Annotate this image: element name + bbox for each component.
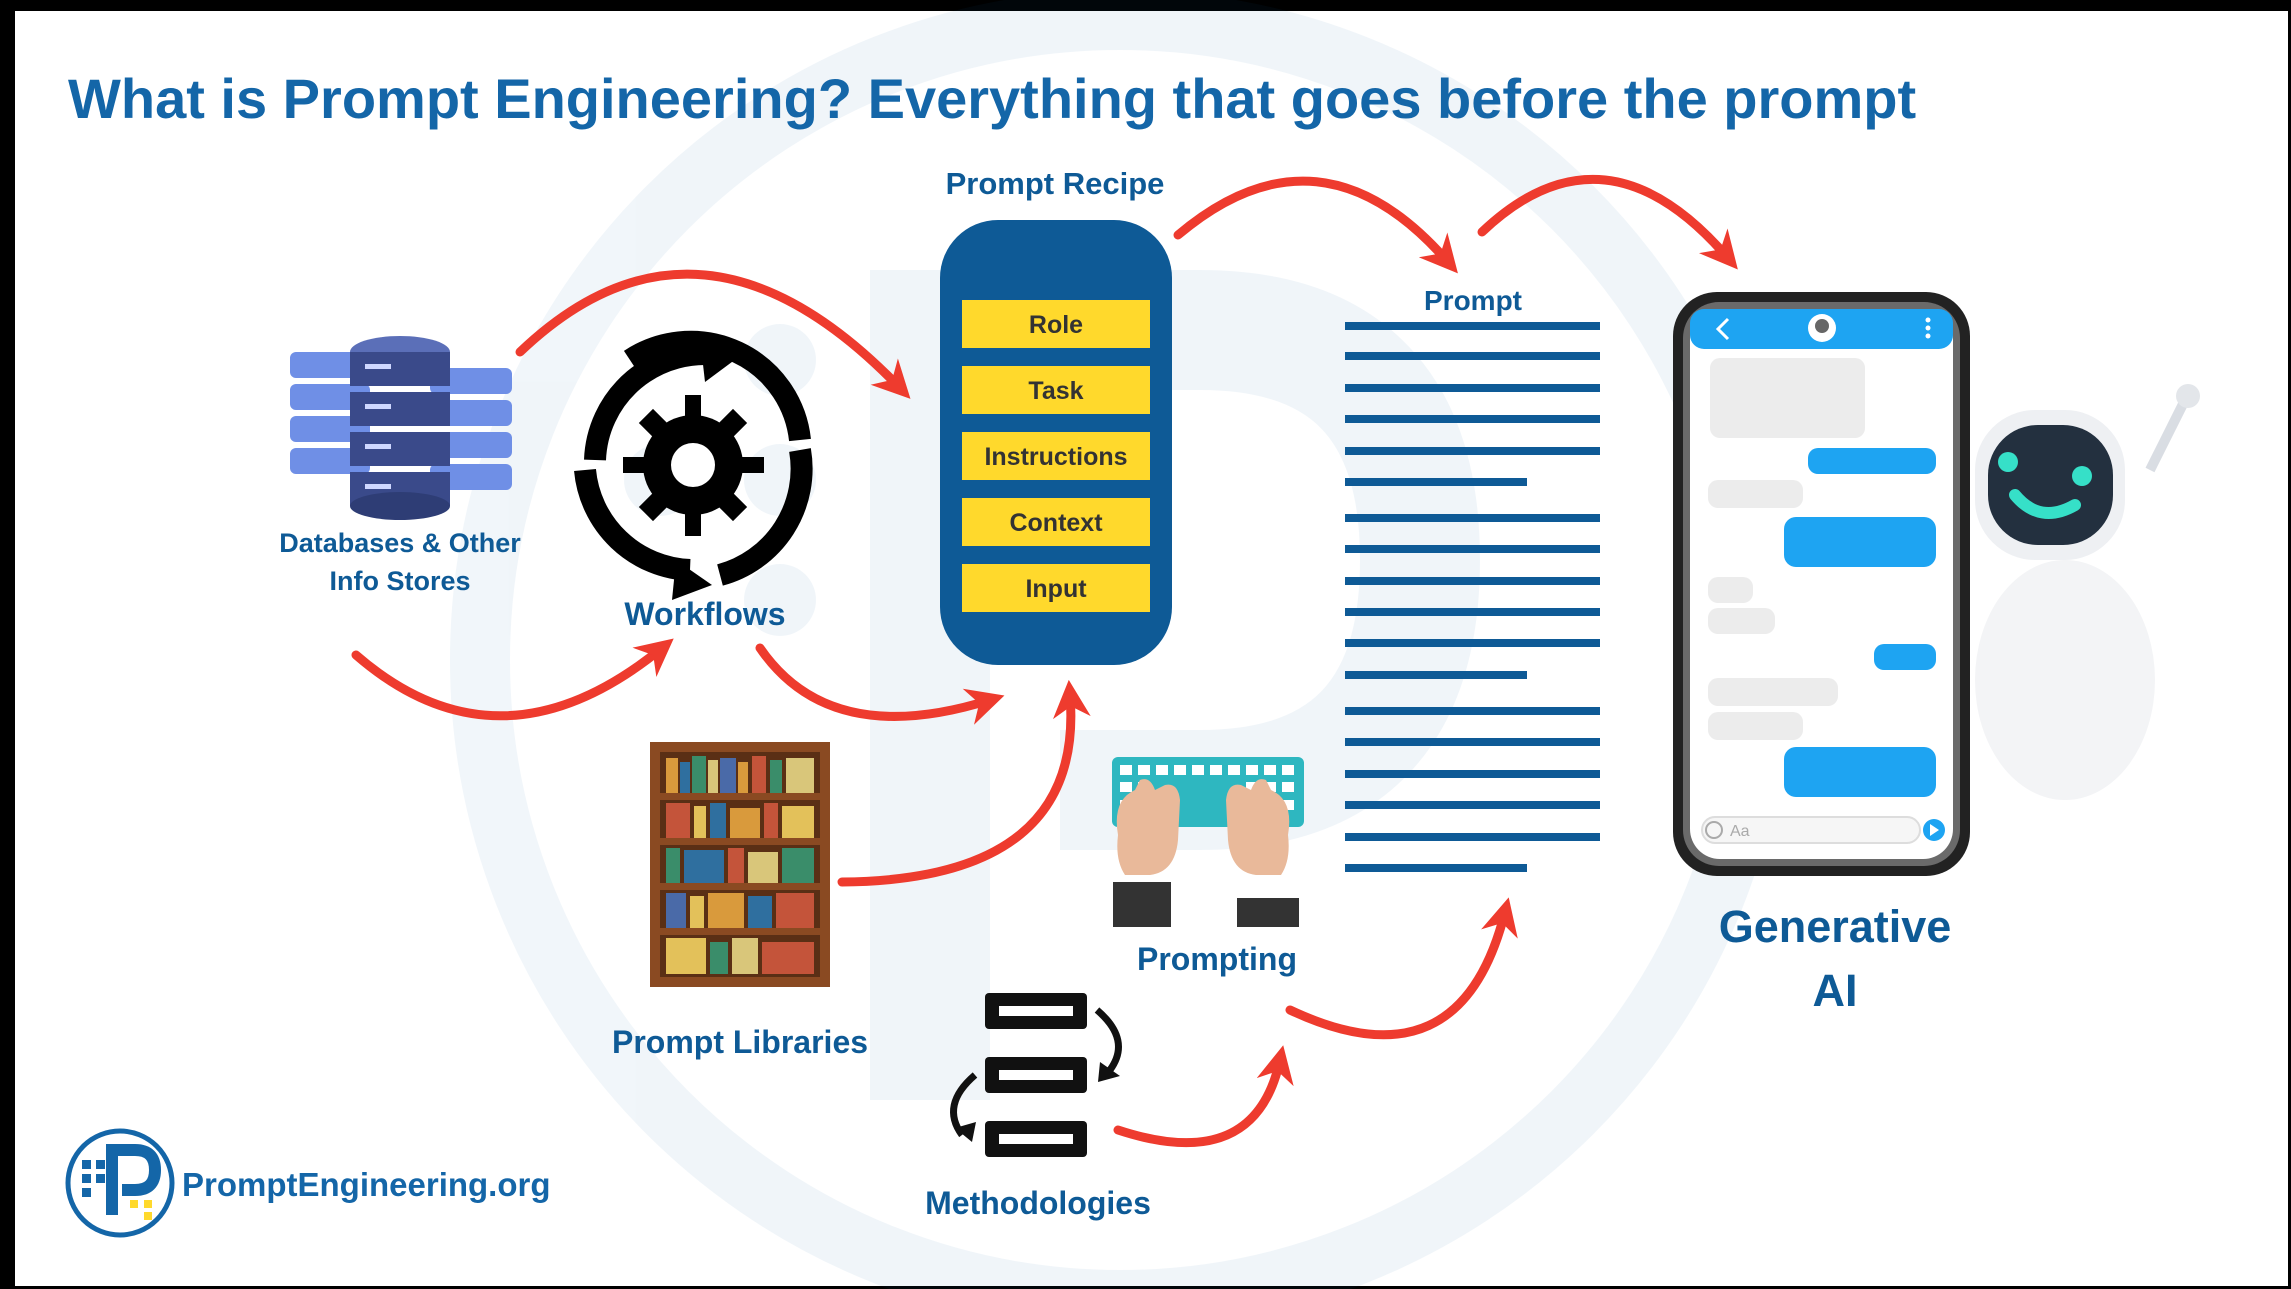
arrow-databases-to-workflows: [351, 638, 674, 721]
recipe-item-input: Input: [962, 564, 1150, 612]
arrow-workflows-to-recipe: [755, 643, 1005, 725]
methodologies-label: Methodologies: [925, 1185, 1151, 1221]
chat-input-field: [1701, 816, 1921, 844]
arrow-methodologies-to-prompting: [1113, 1045, 1294, 1147]
smartphone-chat-icon: Aa: [1673, 292, 1970, 876]
page-title: What is Prompt Engineering? Everything t…: [68, 67, 1916, 130]
recipe-item-context: Context: [962, 498, 1150, 546]
prompt-text-lines: [1345, 322, 1600, 872]
prompt-libraries-label: Prompt Libraries: [612, 1024, 868, 1060]
chat-input-placeholder: Aa: [1730, 823, 1750, 840]
databases-label-line2: Info Stores: [329, 566, 470, 596]
recipe-item-task: Task: [962, 366, 1150, 414]
workflows-label: Workflows: [624, 596, 785, 632]
prompting-label: Prompting: [1137, 941, 1297, 977]
generative-ai-label-line1: Generative: [1719, 901, 1952, 952]
recipe-item-role: Role: [962, 300, 1150, 348]
generative-ai-label-line2: AI: [1813, 965, 1858, 1016]
logo-text: PromptEngineering.org: [182, 1166, 551, 1203]
methodology-steps-icon: [950, 993, 1122, 1157]
svg-text:Context: Context: [1009, 509, 1103, 537]
keyboard-hands-icon: [1112, 757, 1304, 927]
svg-text:Task: Task: [1028, 377, 1083, 405]
database-icon: [290, 336, 512, 520]
chat-bubbles: [1708, 358, 1936, 797]
flow-arrows: [351, 174, 1738, 1147]
emoji-icon: [1705, 821, 1723, 839]
svg-text:Instructions: Instructions: [984, 443, 1127, 471]
bookshelf-icon: [650, 742, 830, 987]
arrow-recipe-to-prompt: [1173, 176, 1458, 274]
arrow-databases-to-recipe: [515, 269, 911, 399]
recipe-item-instructions: Instructions: [962, 432, 1150, 480]
workflow-gear-icon: [574, 330, 813, 600]
arrow-libraries-to-recipe: [837, 679, 1091, 887]
prompt-recipe-heading: Prompt Recipe: [946, 166, 1165, 201]
robot-mascot-icon: [1975, 384, 2200, 800]
svg-text:Input: Input: [1025, 575, 1087, 603]
arrow-prompting-to-prompt: [1285, 897, 1518, 1040]
arrow-prompt-to-ai: [1477, 174, 1738, 270]
prompt-heading: Prompt: [1424, 285, 1522, 316]
svg-text:Role: Role: [1029, 311, 1083, 339]
chevron-left-icon: [1715, 317, 1730, 341]
databases-label-line1: Databases & Other: [279, 528, 521, 558]
slide-frame: [9, 5, 2291, 1289]
prompt-engineering-logo: [65, 1128, 175, 1238]
more-options-icon: [1925, 317, 1931, 339]
